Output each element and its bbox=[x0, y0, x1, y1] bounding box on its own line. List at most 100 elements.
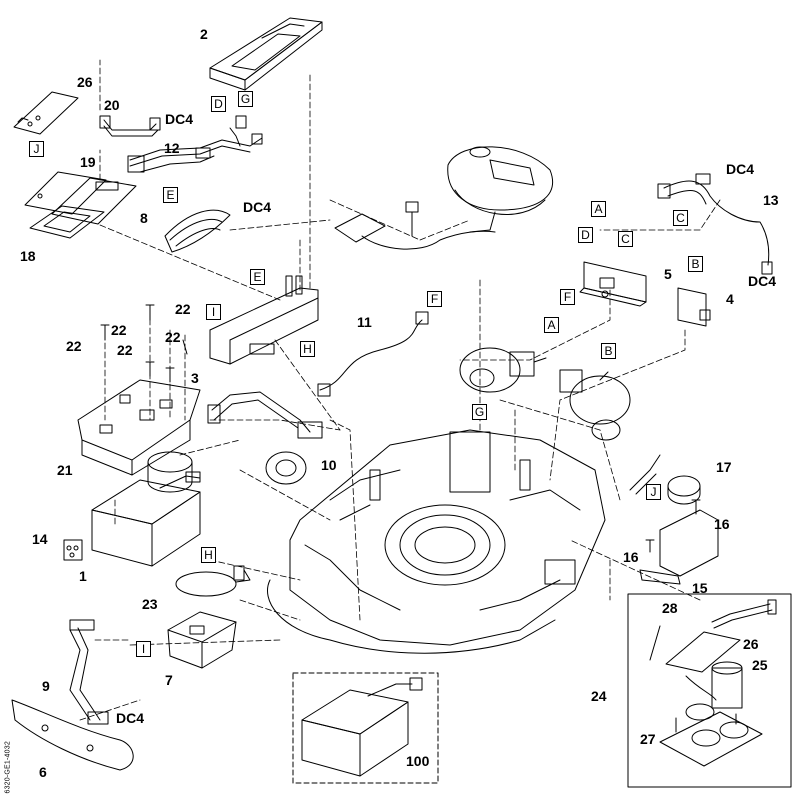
part-15-bracket bbox=[639, 509, 719, 585]
callout-20: 20 bbox=[104, 97, 120, 113]
callout-28: 28 bbox=[662, 600, 678, 616]
part-14-sticker bbox=[63, 539, 83, 561]
callout-dc4: DC4 bbox=[748, 273, 777, 289]
part-26b-pcb bbox=[649, 625, 741, 673]
part-21-motor bbox=[147, 451, 193, 493]
chassis bbox=[267, 429, 606, 654]
connector-letter-a: A bbox=[544, 317, 559, 333]
callout-21: 21 bbox=[57, 462, 73, 478]
callout-3: 3 bbox=[191, 370, 199, 386]
part-18-frame bbox=[29, 205, 105, 239]
connector-letter-g: G bbox=[238, 91, 253, 107]
callout-15: 15 bbox=[692, 580, 708, 596]
connector-letter-j: J bbox=[646, 484, 661, 500]
callout-18: 18 bbox=[20, 248, 36, 264]
part-19-display bbox=[24, 171, 137, 225]
part-16-screws bbox=[645, 499, 701, 553]
callout-22: 22 bbox=[111, 322, 127, 338]
document-id-text: 6320-GE1-4032 bbox=[4, 741, 12, 794]
connector-letter-f: F bbox=[560, 289, 575, 305]
callout-24: 24 bbox=[591, 688, 607, 704]
item-100-frame bbox=[292, 672, 439, 784]
connector-letter-b: B bbox=[601, 343, 616, 359]
connector-letter-e: E bbox=[250, 269, 265, 285]
part-8-coil bbox=[164, 209, 231, 253]
callout-10: 10 bbox=[321, 457, 337, 473]
part-6-bumper bbox=[11, 699, 134, 771]
connector-letter-b: B bbox=[688, 256, 703, 272]
part-22-screws bbox=[100, 304, 188, 383]
callout-11: 11 bbox=[357, 314, 372, 330]
callout-26: 26 bbox=[77, 74, 93, 90]
connector-letter-i: I bbox=[136, 641, 151, 657]
callout-100: 100 bbox=[406, 753, 430, 769]
callout-dc4: DC4 bbox=[726, 161, 755, 177]
leader-lines bbox=[79, 59, 721, 721]
callout-1: 1 bbox=[79, 568, 87, 584]
callout-22: 22 bbox=[165, 329, 181, 345]
document-id: 6320-GE1-4032 bbox=[2, 722, 14, 800]
callout-dc4: DC4 bbox=[243, 199, 272, 215]
connector-letter-d: D bbox=[578, 227, 593, 243]
connector-letter-e: E bbox=[163, 187, 178, 203]
part-26-pcb bbox=[13, 91, 79, 135]
connector-letter-i: I bbox=[206, 304, 221, 320]
callout-17: 17 bbox=[716, 459, 732, 475]
connector-letter-c: C bbox=[673, 210, 688, 226]
callout-12: 12 bbox=[164, 140, 180, 156]
connector-letter-a: A bbox=[591, 201, 606, 217]
connector-letter-h: H bbox=[300, 341, 315, 357]
part-23-loop bbox=[175, 565, 251, 597]
part-28-cable bbox=[711, 599, 777, 629]
callout-19: 19 bbox=[80, 154, 96, 170]
callout-22: 22 bbox=[66, 338, 82, 354]
part-3-bracket bbox=[209, 275, 319, 365]
connector-letter-d: D bbox=[211, 96, 226, 112]
part-2-cover bbox=[209, 17, 323, 91]
display-unit bbox=[447, 146, 553, 233]
callout-16: 16 bbox=[714, 516, 730, 532]
connector-letter-h: H bbox=[201, 547, 216, 563]
callout-9: 9 bbox=[42, 678, 50, 694]
part-9-cable bbox=[69, 619, 109, 725]
callout-2: 2 bbox=[200, 26, 208, 42]
callout-dc4: DC4 bbox=[165, 111, 194, 127]
part-100-battery bbox=[301, 677, 423, 777]
callout-16: 16 bbox=[623, 549, 639, 565]
callout-14: 14 bbox=[32, 531, 48, 547]
part-5-pcb bbox=[579, 261, 647, 307]
motor-left bbox=[459, 347, 547, 393]
callout-7: 7 bbox=[165, 672, 173, 688]
part-1-battery bbox=[91, 471, 201, 567]
connector-letter-j: J bbox=[29, 141, 44, 157]
callout-4: 4 bbox=[726, 291, 734, 307]
part-10-coil bbox=[207, 391, 323, 485]
kit-24-frame bbox=[627, 593, 792, 788]
callout-23: 23 bbox=[142, 596, 158, 612]
callout-8: 8 bbox=[140, 210, 148, 226]
callout-dc4: DC4 bbox=[116, 710, 145, 726]
part-21-housing bbox=[77, 379, 201, 476]
part-17-part bbox=[629, 454, 701, 505]
callout-27: 27 bbox=[640, 731, 656, 747]
display-pcb bbox=[334, 201, 496, 250]
callout-22: 22 bbox=[175, 301, 191, 317]
callout-5: 5 bbox=[664, 266, 672, 282]
callout-26: 26 bbox=[743, 636, 759, 652]
part-7-sensor bbox=[167, 611, 237, 669]
callout-13: 13 bbox=[763, 192, 779, 208]
callout-6: 6 bbox=[39, 764, 47, 780]
part-27-plate bbox=[659, 711, 763, 767]
motor-right bbox=[559, 369, 631, 441]
part-11-cable bbox=[317, 311, 429, 397]
part-20-cable bbox=[99, 115, 161, 137]
callout-22: 22 bbox=[117, 342, 133, 358]
callout-25: 25 bbox=[752, 657, 768, 673]
part-4-module bbox=[677, 287, 711, 327]
connector-letter-c: C bbox=[618, 231, 633, 247]
part-25-motor bbox=[685, 661, 743, 721]
part-13-harness bbox=[657, 173, 773, 275]
connector-letter-f: F bbox=[427, 291, 442, 307]
part-12-harness bbox=[127, 115, 263, 173]
